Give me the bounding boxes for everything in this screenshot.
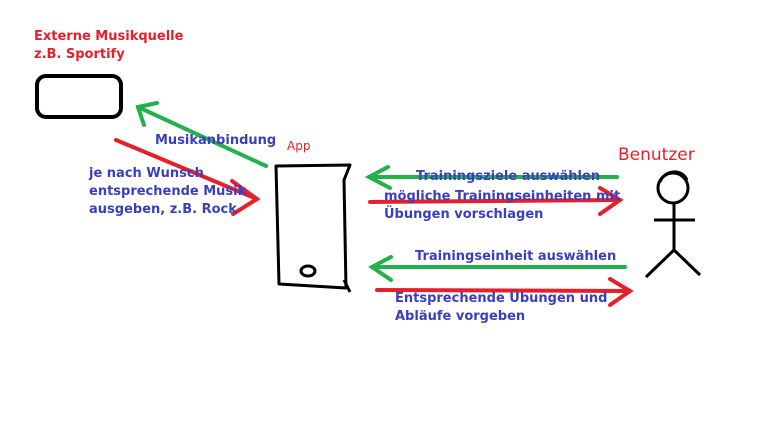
app-home-button [299,264,317,278]
arrow-suggest-units [368,186,624,216]
arrow-select-goals [364,165,619,190]
label-select-unit: Trainingseinheit auswählen [415,249,617,264]
arrow-music-binding [135,101,268,168]
label-provide-exercises-line1: Entsprechende Übungen und [395,291,608,306]
user-leg-left [644,248,676,279]
music-source-box [35,74,123,119]
arrow-music-output [114,138,261,216]
label-select-goals: Trainingsziele auswählen [416,169,601,184]
label-music-output-line1: je nach Wunsch [89,166,204,181]
label-music-output-line3: ausgeben, z.B. Rock [89,202,237,217]
user-hair [658,170,689,183]
user-leg-right [672,248,702,277]
label-music-output-line2: entsprechende Musik [89,184,247,199]
music-source-example: z.B. Sportify [34,47,125,62]
user-label: Benutzer [618,145,695,165]
label-suggest-units-line2: Übungen vorschlagen [384,207,544,222]
arrow-provide-exercises [375,277,634,307]
app-device [274,163,352,290]
label-suggest-units-line1: mögliche Trainingseinheiten mit [384,189,621,204]
music-source-title: Externe Musikquelle [34,29,184,44]
label-music-binding: Musikanbindung [155,133,277,148]
label-provide-exercises-line2: Abläufe vorgeben [395,309,526,324]
app-device-tail [342,279,352,293]
arrow-select-unit [368,255,627,282]
app-label: App [287,139,311,153]
